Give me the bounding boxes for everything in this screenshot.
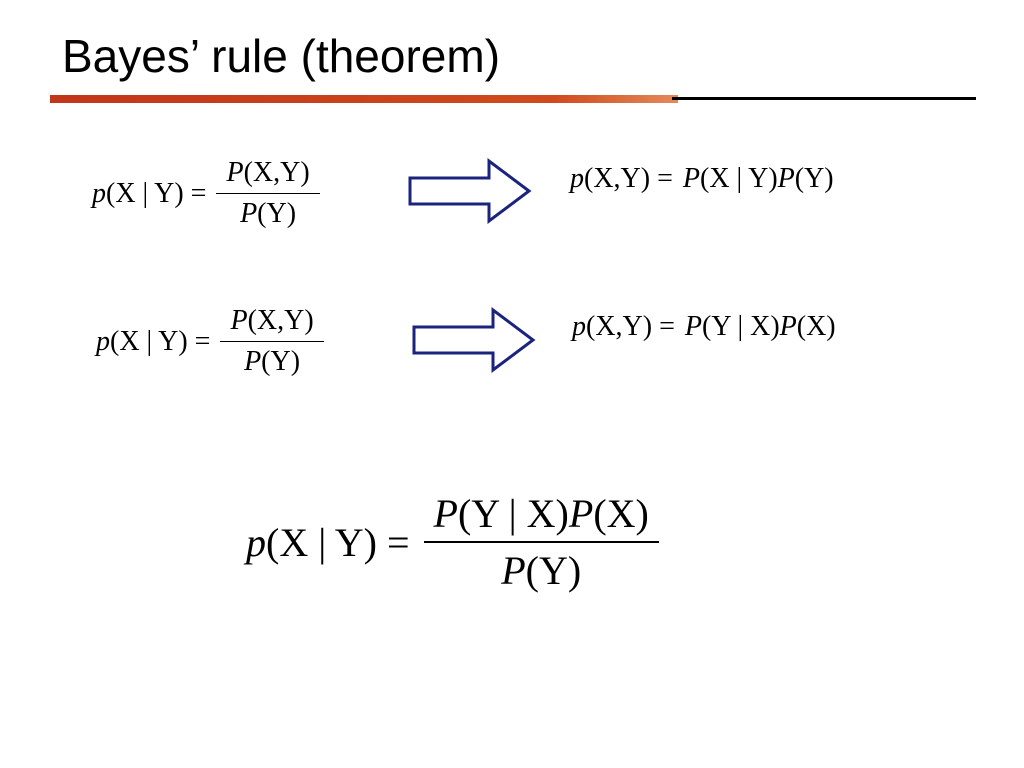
fraction: P(X,Y) P(Y) xyxy=(220,305,324,378)
fraction-denominator: P(Y) xyxy=(230,194,306,230)
equation-lhs: p(X | Y) = xyxy=(92,178,206,210)
result-lhs-args: (X,Y) = xyxy=(586,311,675,342)
symbol-p: p xyxy=(570,163,584,194)
equation-conditional-definition-1: p(X | Y) = P(X,Y) P(Y) xyxy=(92,157,320,230)
equation-lhs: p(X | Y) = xyxy=(96,326,210,358)
result-args-1: (Y | X) xyxy=(702,311,780,342)
title-underline-accent xyxy=(50,95,678,103)
numerator-args: (X,Y) xyxy=(243,157,310,188)
symbol-p: p xyxy=(572,311,586,342)
symbol-P: P xyxy=(684,311,702,342)
denominator-args: (Y) xyxy=(525,548,582,593)
equation-joint-product-1: p(X,Y) =P(X | Y)P(Y) xyxy=(570,163,834,195)
symbol-p: p xyxy=(92,177,106,209)
fraction-denominator: P(Y) xyxy=(491,543,591,594)
denominator-args: (Y) xyxy=(261,346,301,377)
equation-conditional-definition-2: p(X | Y) = P(X,Y) P(Y) xyxy=(96,305,324,378)
result-args-2: (X) xyxy=(796,311,836,342)
symbol-P: P xyxy=(240,198,258,229)
arrow-right-icon xyxy=(408,158,532,224)
symbol-P: P xyxy=(568,491,594,536)
fraction-bar xyxy=(423,541,659,543)
equation-joint-product-2: p(X,Y) =P(Y | X)P(X) xyxy=(572,311,836,343)
result-lhs-args: (X,Y) = xyxy=(584,163,673,194)
slide-title: Bayes’ rule (theorem) xyxy=(62,30,501,82)
symbol-P: P xyxy=(230,305,248,336)
result-args-1: (X | Y) xyxy=(700,163,778,194)
result-args-2: (Y) xyxy=(794,163,834,194)
numerator-args-2: (X) xyxy=(593,491,649,536)
fraction-bar xyxy=(216,193,320,194)
fraction-numerator: P(X,Y) xyxy=(216,157,319,193)
symbol-P: P xyxy=(779,311,797,342)
symbol-P: P xyxy=(682,163,700,194)
equation-lhs: p(X | Y) = xyxy=(246,519,410,566)
fraction-bar xyxy=(220,341,324,342)
equation-lhs-args: (X | Y) = xyxy=(266,519,410,565)
denominator-args: (Y) xyxy=(257,198,297,229)
title-underline-dark xyxy=(672,97,976,100)
fraction-denominator: P(Y) xyxy=(234,342,310,378)
numerator-args: (X,Y) xyxy=(247,305,314,336)
title-underline xyxy=(50,93,976,105)
symbol-P: P xyxy=(501,548,526,593)
symbol-p: p xyxy=(246,519,266,565)
fraction: P(Y | X)P(X) P(Y) xyxy=(423,490,659,594)
fraction: P(X,Y) P(Y) xyxy=(216,157,320,230)
arrow-right-icon xyxy=(412,307,536,373)
fraction-numerator: P(Y | X)P(X) xyxy=(424,490,659,541)
symbol-p: p xyxy=(96,325,110,357)
equation-bayes-rule: p(X | Y) = P(Y | X)P(X) P(Y) xyxy=(246,490,659,594)
equation-lhs-args: (X | Y) = xyxy=(106,177,207,209)
fraction-numerator: P(X,Y) xyxy=(220,305,323,341)
symbol-P: P xyxy=(226,157,244,188)
symbol-P: P xyxy=(433,491,458,536)
equation-lhs-args: (X | Y) = xyxy=(110,325,211,357)
symbol-P: P xyxy=(777,163,795,194)
numerator-args-1: (Y | X) xyxy=(457,491,569,536)
symbol-P: P xyxy=(244,346,262,377)
